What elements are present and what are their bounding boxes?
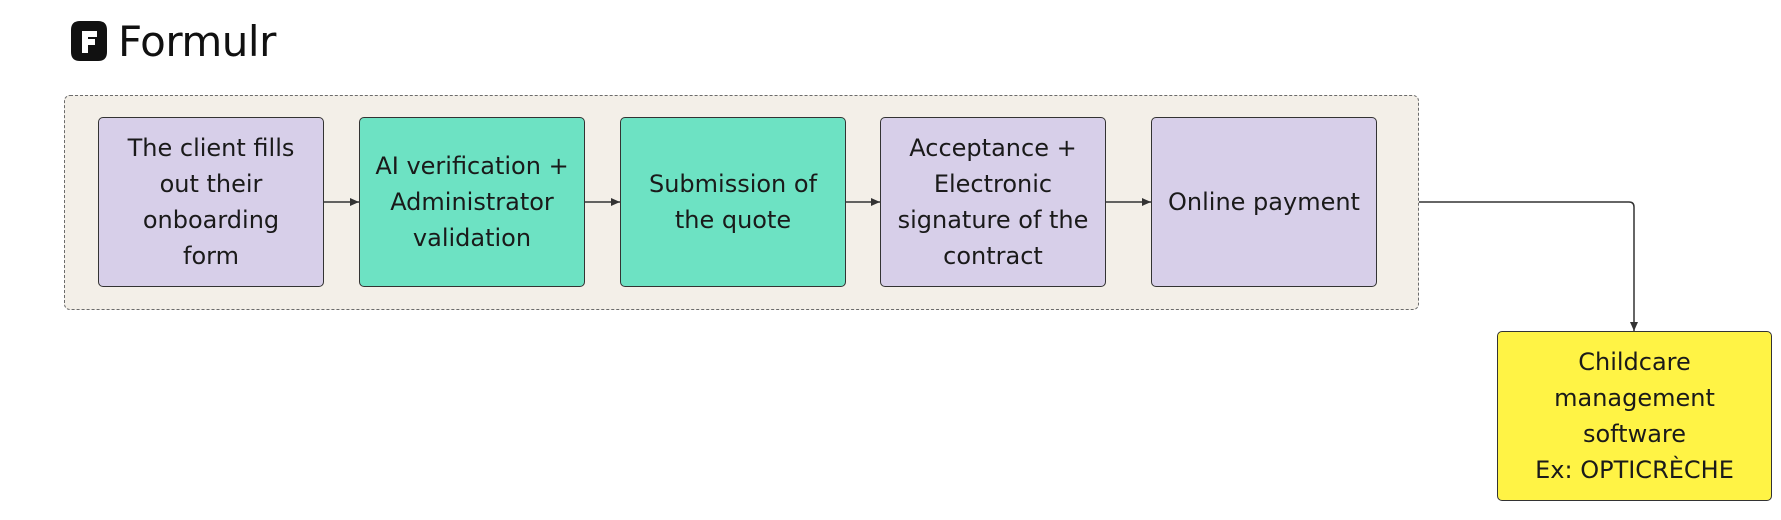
brand-name: Formulr <box>118 16 276 66</box>
step-label: Online payment <box>1168 188 1360 216</box>
step-label: Acceptance + Electronic signature of the… <box>897 134 1089 270</box>
step-label: AI verification + Administrator validati… <box>375 152 569 252</box>
step-online-payment: Online payment <box>1151 117 1377 287</box>
destination-childcare-software: Childcare management software Ex: OPTICR… <box>1497 331 1772 501</box>
step-quote-submission: Submission of the quote <box>620 117 846 287</box>
step-contract-signature: Acceptance + Electronic signature of the… <box>880 117 1106 287</box>
step-label: Submission of the quote <box>648 170 818 234</box>
brand-logo: Formulr <box>70 16 276 66</box>
step-ai-verification: AI verification + Administrator validati… <box>359 117 585 287</box>
step-label: The client fills out their onboarding fo… <box>127 134 295 270</box>
arrow-group-to-software <box>1419 201 1638 331</box>
destination-label: Childcare management software Ex: OPTICR… <box>1535 348 1734 484</box>
formulr-logo-icon <box>71 21 107 61</box>
step-onboarding-form: The client fills out their onboarding fo… <box>98 117 324 287</box>
